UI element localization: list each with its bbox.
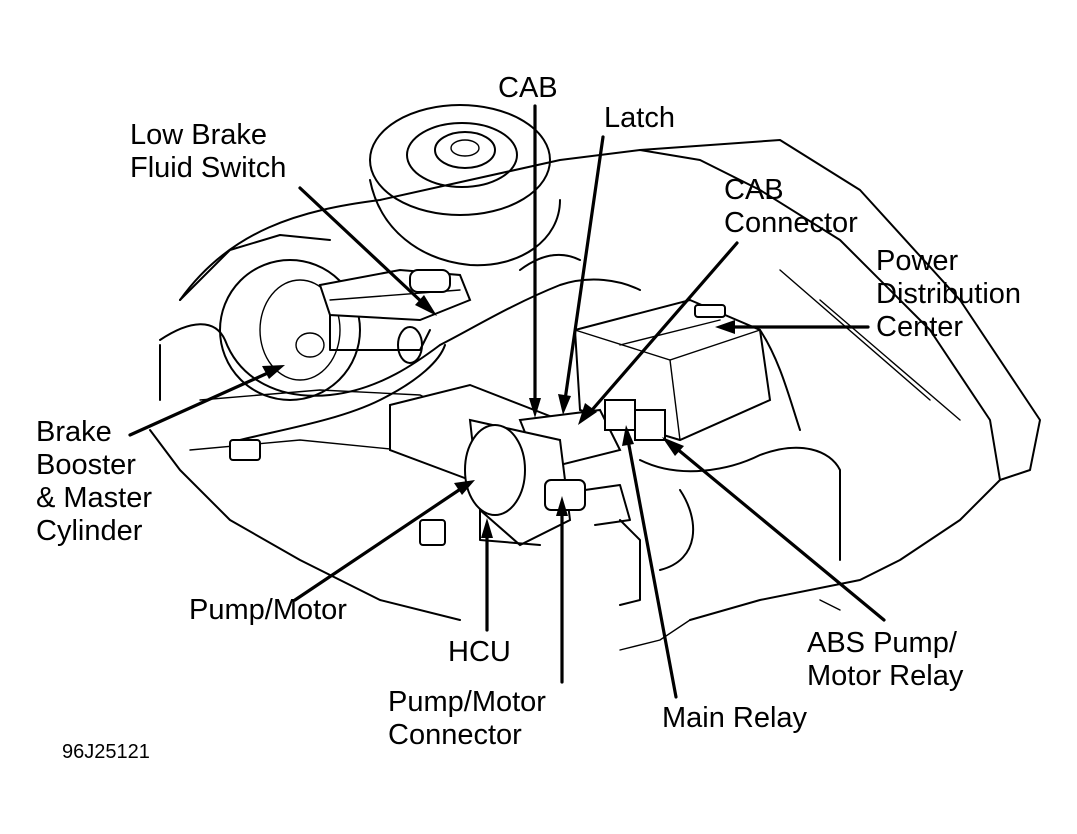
strut-tower [369, 104, 561, 267]
leader-low-brake-fluid [298, 186, 427, 307]
label-power-distribution-center: Power Distribution Center [876, 245, 1022, 343]
arrowhead-low-brake-fluid [415, 295, 437, 316]
leader-brake-booster [128, 370, 272, 437]
arrowhead-pump-motor-connector [556, 496, 568, 516]
arrowhead-pump-motor [454, 480, 475, 495]
arrowhead-cab-connector [578, 403, 597, 425]
vehicle-body-outline [149, 139, 1041, 651]
label-pump-motor: Pump/Motor [189, 594, 347, 626]
figure-id: 96J25121 [62, 741, 150, 763]
label-cab-connector: CAB Connector [724, 174, 858, 239]
label-hcu: HCU [448, 636, 511, 668]
label-main-relay: Main Relay [662, 702, 808, 734]
label-pump-motor-connector: Pump/Motor Connector [388, 686, 546, 751]
arrowhead-cab [529, 398, 541, 418]
master-cylinder [318, 268, 472, 364]
label-low-brake-fluid-switch: Low Brake Fluid Switch [130, 119, 287, 184]
wiring-harness [159, 253, 841, 571]
label-latch: Latch [604, 102, 675, 134]
label-brake-booster-master-cylinder: Brake Booster & Master Cylinder [36, 416, 153, 547]
leader-cab-connector [590, 241, 739, 412]
leader-latch [563, 135, 605, 402]
cab-hcu-assembly [389, 383, 666, 606]
label-cab: CAB [498, 72, 558, 104]
arrowhead-main-relay [622, 425, 634, 446]
brake-booster [219, 259, 361, 401]
arrowhead-pdc [715, 320, 735, 334]
arrowhead-latch [558, 394, 571, 415]
arrowhead-hcu [481, 518, 493, 538]
leader-abs-relay [674, 446, 886, 622]
leader-main-relay [626, 438, 678, 699]
leader-pump-motor [293, 486, 464, 602]
arrowhead-brake-booster [262, 365, 285, 379]
arrowhead-abs-relay [662, 437, 684, 456]
callout-leaders [128, 104, 886, 699]
label-abs-pump-motor-relay: ABS Pump/ Motor Relay [807, 627, 964, 692]
